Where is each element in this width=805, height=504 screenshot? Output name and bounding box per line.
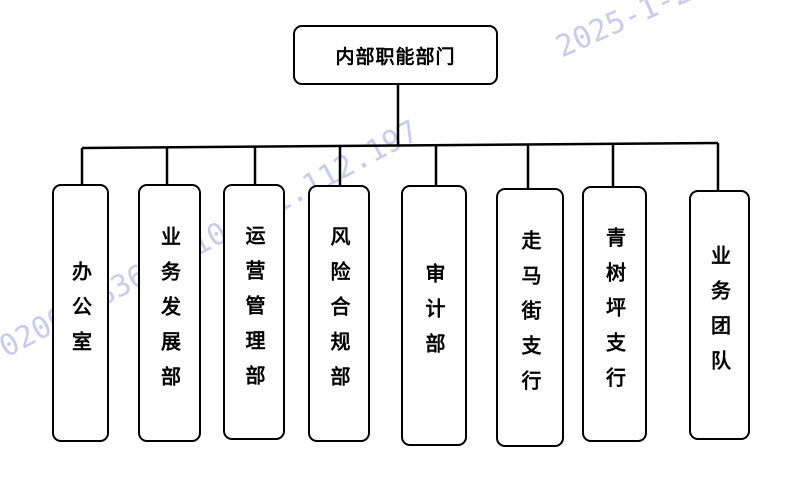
- dept-operations-management: 运营管理部: [223, 184, 285, 440]
- dept-label: 走马街支行: [518, 230, 542, 405]
- dept-audit: 审计部: [401, 185, 467, 446]
- dept-business-development: 业务发展部: [138, 184, 201, 442]
- dept-label: 运营管理部: [242, 224, 266, 400]
- root-node: 内部职能部门: [293, 25, 498, 85]
- dept-risk-compliance: 风险合规部: [308, 185, 370, 442]
- dept-business-team: 业务团队: [689, 190, 750, 440]
- dept-office: 办公室: [52, 184, 109, 442]
- dept-label: 办公室: [68, 260, 93, 366]
- dept-qingshuping-branch: 青树坪支行: [582, 186, 647, 442]
- dept-label: 业务团队: [707, 245, 732, 385]
- bus-line: [81, 141, 719, 150]
- dept-label: 业务发展部: [157, 225, 182, 401]
- dept-label: 青树坪支行: [602, 226, 627, 402]
- dept-label: 审计部: [422, 263, 446, 368]
- dept-label: 风险合规部: [327, 226, 351, 401]
- root-label: 内部职能部门: [335, 45, 456, 68]
- dept-zoumajie-branch: 走马街支行: [496, 188, 564, 447]
